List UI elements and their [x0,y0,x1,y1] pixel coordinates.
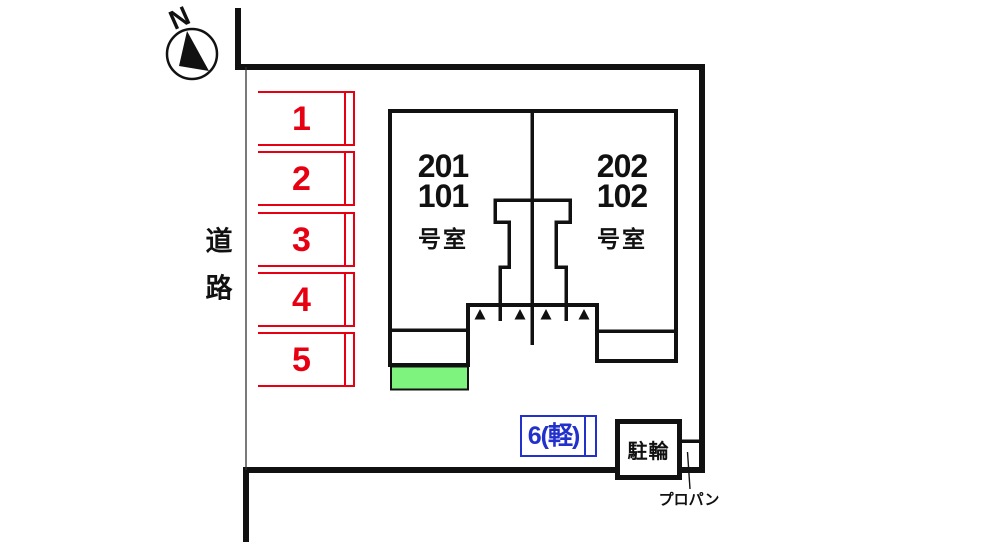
unit-label-right: 202 102 号室 [596,148,648,254]
entrance-porch-outline [493,198,572,321]
kei-parking-stall-6: 6(軽) [520,415,597,457]
kei-stall-label: 6(軽) [527,421,581,450]
parking-stall-4: 4 [258,272,355,327]
building-outline [388,109,678,367]
stall-inner-line [344,214,346,265]
stall-number: 3 [292,220,311,259]
unit-number-202: 202 [596,148,648,184]
bicycle-parking-label: 駐輪 [627,441,670,463]
propane-leader-line [686,451,691,490]
entrance-triangle-3 [540,309,552,320]
stall-number: 1 [292,99,311,138]
entrance-triangle-1 [474,309,486,320]
unit-number-101: 101 [417,178,469,214]
green-reserved-space [390,365,469,391]
stall-inner-line [344,93,346,144]
kei-stall-inner-line [584,417,586,455]
parking-stall-2: 2 [258,151,355,206]
parking-stall-1: 1 [258,91,355,146]
bicycle-parking-box: 駐輪 [615,419,682,480]
parking-stall-3: 3 [258,212,355,267]
entrance-triangle-2 [514,309,526,320]
compass-circle [165,27,219,81]
stall-inner-line [344,274,346,325]
compass-needle [179,31,209,71]
stall-inner-line [344,334,346,385]
unit-room-suffix: 号室 [417,226,468,252]
road-label-char-1: 道 [205,226,233,257]
site-boundary-top [235,8,702,70]
road-label-char-2: 路 [205,273,233,304]
unit-number-102: 102 [596,178,648,214]
entrance-triangle-4 [578,309,590,320]
unit-label-left: 201 101 号室 [417,148,469,254]
stall-number: 2 [292,159,311,198]
stall-number: 5 [292,340,311,379]
propane-label: プロパン [658,491,720,509]
stall-number: 4 [292,280,311,319]
stall-inner-line [344,153,346,204]
unit-number-201: 201 [417,148,469,184]
parking-stall-5: 5 [258,332,355,387]
unit-room-suffix: 号室 [596,226,647,252]
